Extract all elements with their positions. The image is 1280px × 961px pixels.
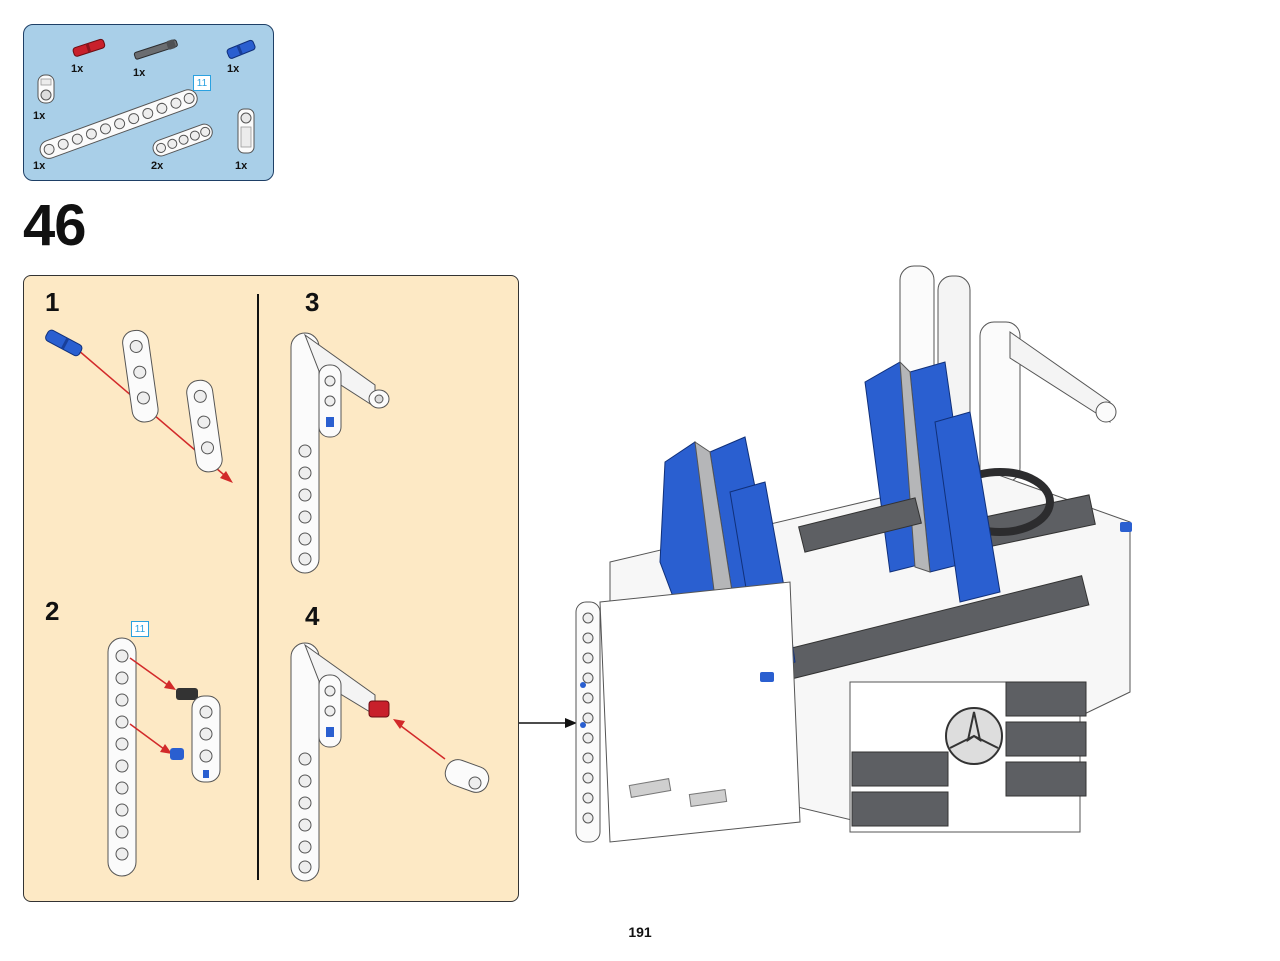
- substep-number: 4: [305, 601, 320, 631]
- substep-number: 3: [305, 287, 320, 317]
- arrow-right-icon: [220, 471, 233, 483]
- substep-3-illustration: [290, 332, 390, 574]
- substep-divider: [257, 294, 259, 880]
- beam-length-badge: 11: [193, 75, 211, 91]
- substep-4-illustration: [290, 642, 490, 882]
- blue-axle-pin-icon: [226, 39, 256, 59]
- substep-panel: [23, 275, 519, 902]
- substep-number: 2: [45, 596, 60, 626]
- substep-2-illustration: [107, 637, 221, 877]
- white-perpendicular-connector-icon: [237, 108, 255, 154]
- main-assembly-illustration: [575, 265, 1132, 843]
- arrow-right-icon: [519, 718, 577, 728]
- step-number: 46: [23, 193, 87, 258]
- beam-length-badge: 11: [131, 621, 149, 637]
- parts-qty: 1x: [33, 160, 46, 172]
- parts-qty: 1x: [33, 110, 46, 122]
- grey-axle-icon: [133, 39, 178, 60]
- parts-qty: 2x: [151, 160, 164, 172]
- parts-qty: 1x: [71, 63, 84, 75]
- parts-qty: 1x: [133, 67, 146, 79]
- page-number: 191: [628, 924, 652, 940]
- parts-qty: 1x: [235, 160, 248, 172]
- parts-list-box: 1x 1x 1x 1x 11 1x: [23, 24, 274, 181]
- substep-1-illustration: [45, 329, 233, 483]
- substep-number: 1: [45, 287, 60, 317]
- white-beam-11-icon: [39, 89, 198, 159]
- white-axle-connector-icon: [37, 74, 55, 104]
- parts-qty: 1x: [227, 63, 240, 75]
- red-axle-pin-icon: [72, 38, 106, 57]
- white-beam-5-icon: [152, 123, 213, 157]
